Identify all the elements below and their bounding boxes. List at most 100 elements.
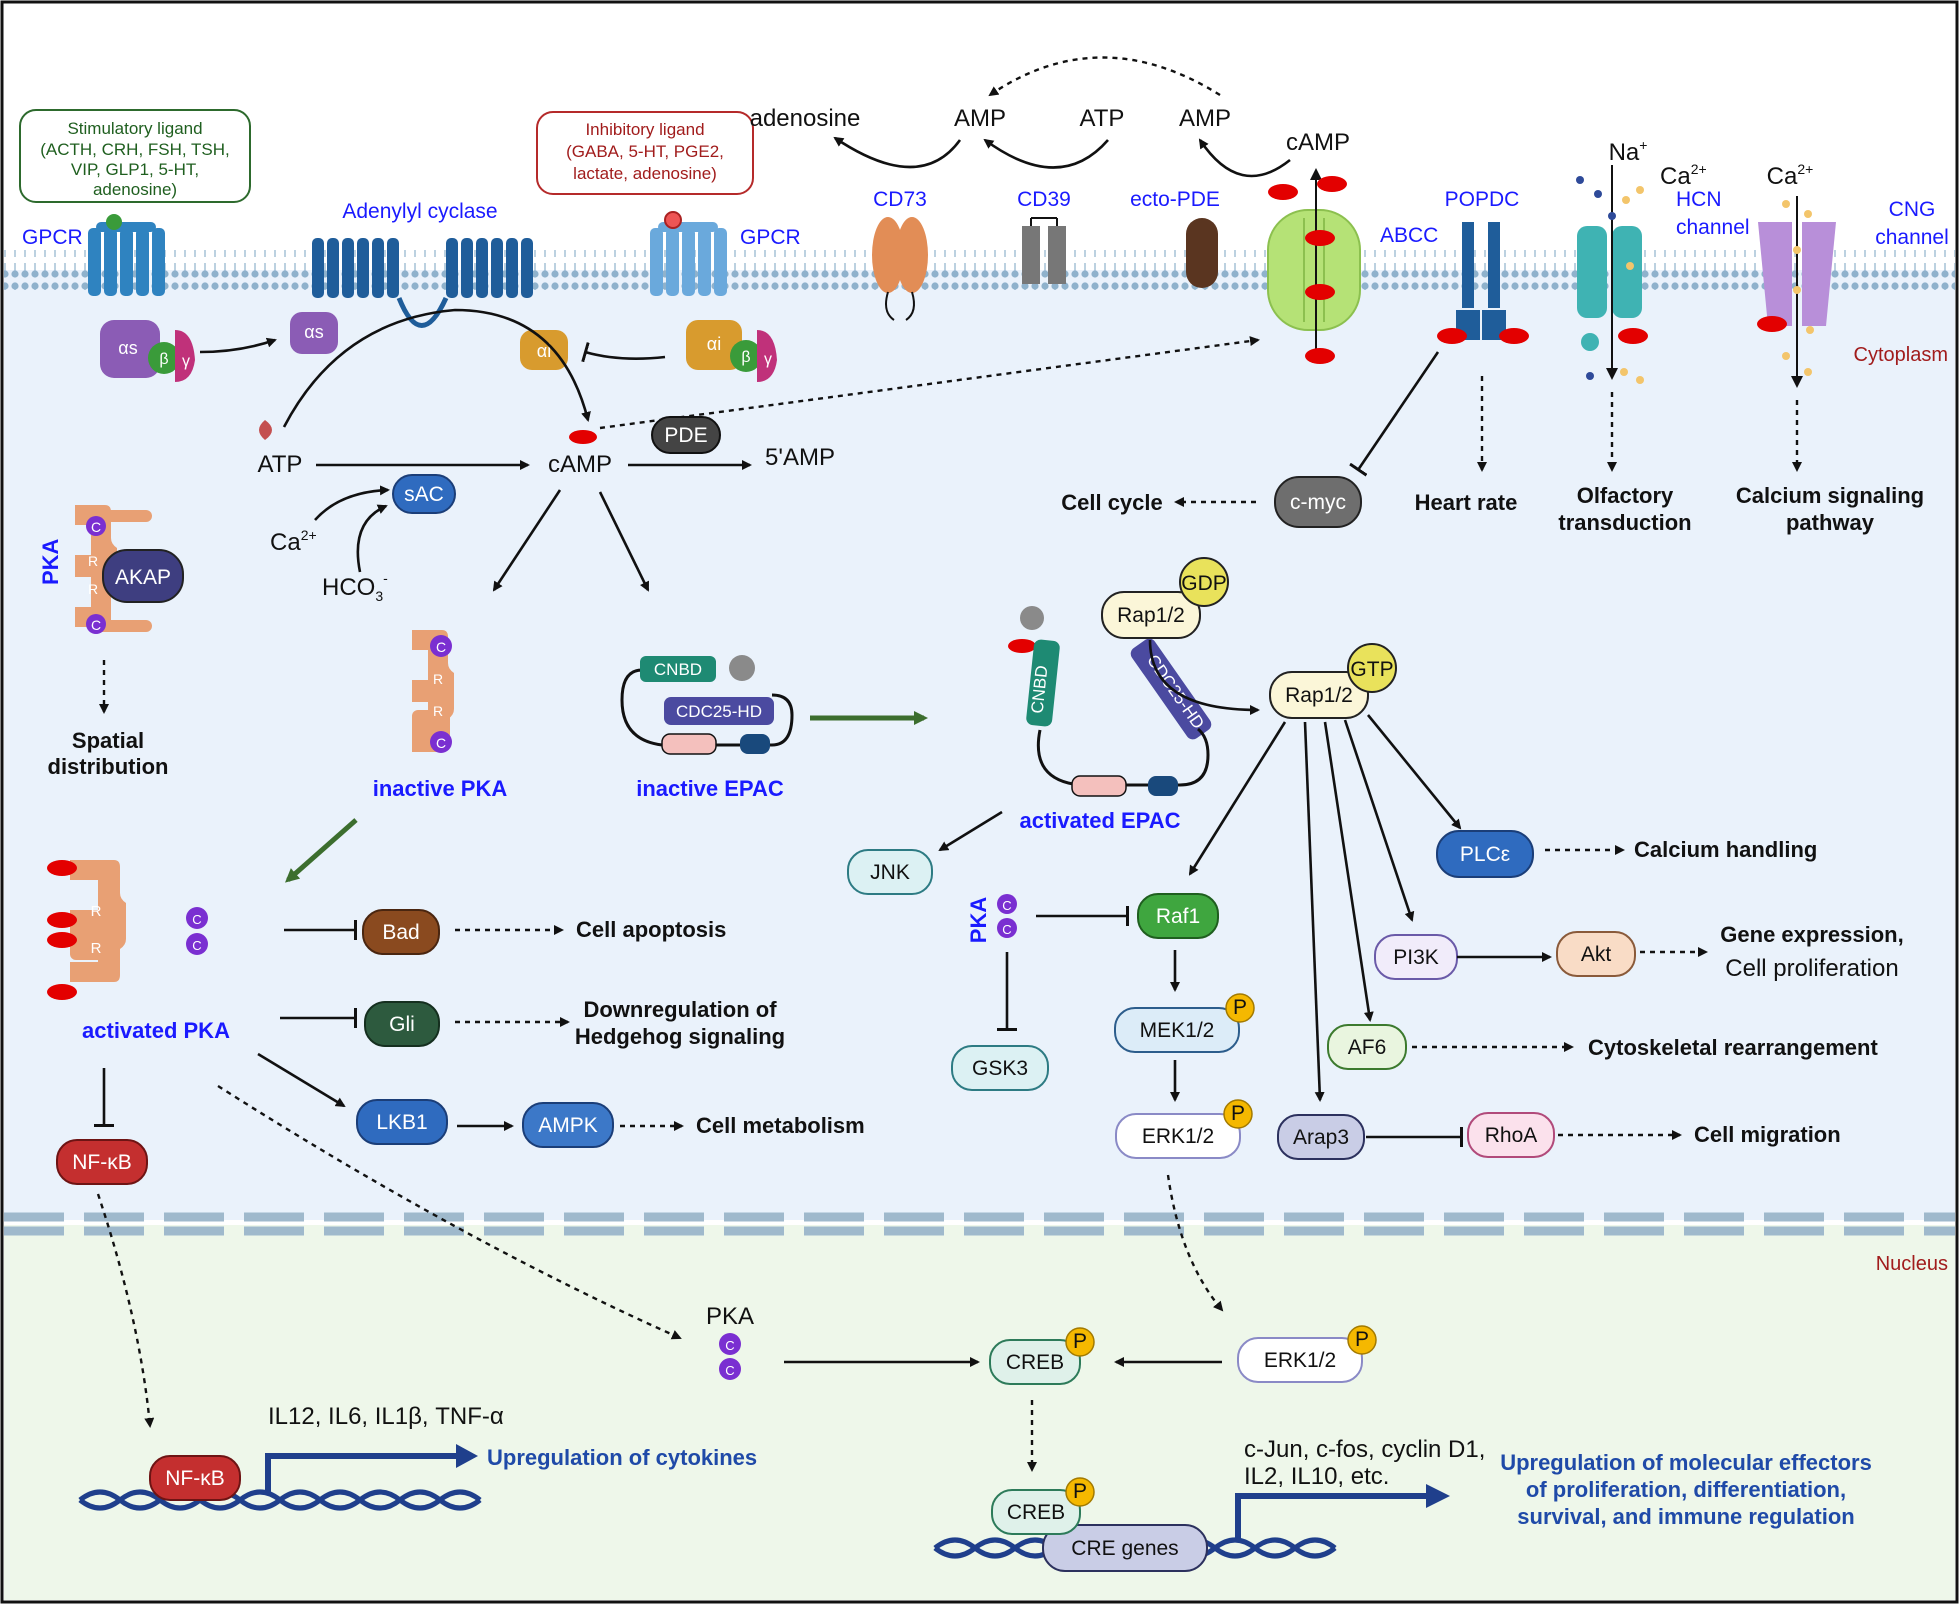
ca-hcn-label: Ca2+ [1660, 161, 1707, 190]
stimulatory-ligand-line: adenosine) [93, 180, 177, 199]
camp-symbol [569, 430, 597, 444]
nuclear-nfkb-node: NF-κB [149, 1455, 241, 1501]
svg-text:GDP: GDP [1181, 572, 1227, 595]
hcn-label: HCN [1676, 188, 1722, 211]
cd73-label: CD73 [873, 188, 927, 211]
activated-pka-c-2: C [192, 938, 201, 953]
nuclear-pka-c-1 [719, 1333, 741, 1355]
cytoplasm-label: Cytoplasm [1854, 344, 1948, 366]
erk-node: ERK1/2 P [1115, 1099, 1253, 1159]
arrow-rap-pi3k [1343, 719, 1415, 922]
svg-text:Raf1: Raf1 [1156, 905, 1200, 928]
arrow-pka-nucleus [217, 1084, 682, 1340]
inactive-pka-r-2: R [433, 703, 443, 719]
svg-text:ERK1/2: ERK1/2 [1264, 1349, 1336, 1372]
arrow-camp-epac [598, 491, 650, 592]
pka-akap-label: PKA [38, 538, 63, 585]
ca-cng-label: Ca2+ [1767, 161, 1814, 190]
arrow-amp-to-adenosine [833, 136, 962, 169]
popdc-label: POPDC [1445, 188, 1520, 211]
cell-cycle-label: Cell cycle [1061, 490, 1163, 515]
rap-gdp-node: Rap1/2 GDP [1101, 557, 1229, 639]
pka-c-raf-label: PKA [966, 897, 991, 944]
gpcr-left-label: GPCR [22, 226, 83, 249]
svg-text:CRE genes: CRE genes [1071, 1537, 1178, 1560]
activated-epac-label: activated EPAC [1020, 808, 1181, 833]
arrow-epac-jnk [938, 810, 1003, 852]
g-alpha-i-bound-label: αi [537, 341, 551, 361]
c-myc-node: c-myc [1274, 476, 1362, 528]
akt-node: Akt [1556, 931, 1636, 977]
inactive-epac-cdc25: CDC25-HD [676, 702, 762, 721]
ecto-pde-label: ecto-PDE [1130, 188, 1220, 211]
calcium-pathway-label: Calcium signaling [1736, 483, 1924, 508]
bad-node: Bad [362, 909, 440, 955]
nuclear-pka-c-2-label: C [725, 1363, 734, 1378]
svg-text:P: P [1355, 1328, 1369, 1351]
pka-c-subunit-2 [997, 918, 1017, 938]
dna-creb-node: CREB P [991, 1477, 1095, 1535]
inactive-pka-label: inactive PKA [373, 776, 508, 801]
cng-label-2: channel [1875, 226, 1949, 249]
svg-text:Bad: Bad [382, 921, 419, 944]
mek-node: MEK1/2 P [1114, 993, 1255, 1053]
arrow-nfkb-nucleus [96, 1193, 155, 1428]
pi3k-node: PI3K [1374, 934, 1458, 980]
5amp-label: 5'AMP [765, 444, 835, 471]
arrow-pka-lkb1 [257, 1052, 346, 1108]
svg-text:Gli: Gli [389, 1013, 415, 1036]
gene-expression-label: Gene expression, [1720, 922, 1903, 947]
inactive-epac [620, 655, 794, 755]
popdc-protein [1437, 222, 1529, 344]
arrow-rap-activation [1148, 639, 1260, 715]
cd39-label: CD39 [1017, 188, 1071, 211]
svg-text:RhoA: RhoA [1485, 1124, 1538, 1147]
arrow-rap-plce [1366, 714, 1462, 830]
g-gamma-label: γ [182, 353, 190, 370]
gpcr-inhibitory [650, 211, 777, 382]
arrow-rap-arap3 [1303, 721, 1325, 1102]
nfkb-node: NF-κB [56, 1139, 148, 1185]
plasma-membrane [4, 250, 1955, 290]
g-alpha-s-label: αs [118, 338, 137, 358]
cd39-enzyme [1022, 217, 1066, 284]
ampk-node: AMPK [522, 1102, 614, 1148]
nucleus-region [4, 1225, 1955, 1600]
dna-left [78, 1489, 482, 1511]
arrow-gs-to-ac [199, 337, 277, 354]
heart-rate-label: Heart rate [1415, 490, 1518, 515]
raf1-node: Raf1 [1137, 893, 1219, 939]
creb-node: CREB P [989, 1327, 1095, 1385]
g-gamma-inhibitory-label: γ [764, 351, 772, 368]
abcc-transporter [1267, 168, 1361, 364]
target-genes-label: c-Jun, c-fos, cyclin D1, [1244, 1436, 1485, 1463]
atp-label: ATP [258, 451, 303, 478]
rhoa-node: RhoA [1467, 1112, 1555, 1158]
svg-text:NF-κB: NF-κB [72, 1151, 132, 1174]
svg-text:P: P [1233, 996, 1247, 1019]
pka-c-subunit-1-label: C [1002, 898, 1011, 913]
arrow-rap-af6 [1323, 721, 1374, 1022]
amp-ecto-label: AMP [1179, 105, 1231, 132]
inhibit-popdc-cmyc [1349, 351, 1440, 477]
svg-text:PLCε: PLCε [1460, 843, 1510, 866]
svg-text:Akt: Akt [1581, 943, 1612, 966]
g-beta-inhibitory-label: β [741, 349, 750, 366]
arrow-camp-pka [492, 489, 562, 592]
svg-text:sAC: sAC [404, 483, 444, 506]
svg-text:Arap3: Arap3 [1293, 1126, 1349, 1149]
svg-text:AMPK: AMPK [538, 1114, 598, 1137]
gsk3-node: GSK3 [951, 1045, 1049, 1091]
cng-label: CNG [1889, 198, 1936, 221]
recycle-dashed-arrow [988, 56, 1221, 97]
inhibitory-ligand-line: lactate, adenosine) [573, 164, 717, 183]
inactive-pka-c-2: C [436, 735, 446, 751]
pka-akap-r-2: R [88, 581, 98, 597]
effectors-label-2: of proliferation, differentiation, [1526, 1477, 1846, 1502]
sac-node: sAC [392, 474, 456, 514]
nucleus-label: Nucleus [1876, 1253, 1948, 1275]
svg-text:GSK3: GSK3 [972, 1057, 1028, 1080]
plce-node: PLCε [1436, 830, 1534, 878]
svg-text:Rap1/2: Rap1/2 [1117, 604, 1185, 627]
svg-text:c-myc: c-myc [1290, 491, 1346, 514]
